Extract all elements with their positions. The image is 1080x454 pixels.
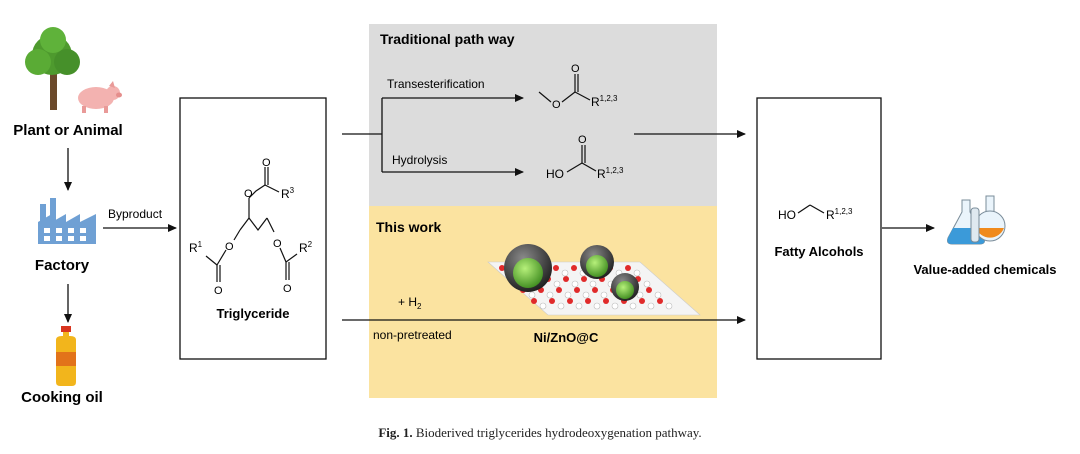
tg-oxygen: O [214,285,223,297]
acid-ho-label: HO [546,167,564,181]
flasks-icon [947,195,1006,245]
tg-r3: R3 [281,186,295,201]
factory-label: Factory [35,257,90,274]
factory-icon [38,198,96,244]
figure-number: Fig. 1. [378,425,413,440]
byproduct-label: Byproduct [108,207,163,221]
cooking-oil-label: Cooking oil [21,389,103,406]
hydrogen-label: + H2 [398,295,422,311]
ester-oxygen: O [571,63,580,75]
tg-oxygen: O [225,241,234,253]
tg-oxygen: O [244,188,253,200]
fatty-alcohol-structure [797,204,825,214]
traditional-title: Traditional path way [380,31,515,47]
triglyceride-structure [205,167,298,282]
triglyceride-label: Triglyceride [217,306,290,321]
tg-oxygen: O [273,238,282,250]
catalyst-label: Ni/ZnO@C [534,330,599,345]
hydrolysis-label: Hydrolysis [392,153,447,167]
fatty-acid-structure [566,145,597,173]
fatty-alcohols-label: Fatty Alcohols [774,244,863,259]
methyl-ester-structure [538,74,591,103]
plant-animal-label: Plant or Animal [13,122,122,139]
ester-oxygen: O [552,99,561,111]
fatty-alcohols-box [756,97,882,360]
pig-icon [78,81,122,113]
tg-r2: R2 [299,240,313,255]
this-work-title: This work [376,219,442,235]
value-added-label: Value-added chemicals [913,262,1056,277]
ester-r-label: R1,2,3 [591,94,618,109]
figure-caption-text: Bioderived triglycerides hydrodeoxygenat… [415,425,702,440]
non-pretreated-label: non-pretreated [373,328,452,342]
alcohol-ho-label: HO [778,208,796,222]
catalyst-illustration [487,244,701,316]
tg-oxygen: O [262,157,271,169]
transesterification-label: Transesterification [387,77,485,91]
diagram-canvas: Traditional path way This work Plant or … [13,24,1057,406]
acid-oxygen: O [578,134,587,146]
alcohol-r-label: R1,2,3 [826,207,853,222]
tg-oxygen: O [283,283,292,295]
triglyceride-box [179,97,327,360]
oil-bottle-icon [56,326,76,386]
acid-r-label: R1,2,3 [597,166,624,181]
tree-icon [25,27,80,110]
tg-r1: R1 [189,240,203,255]
figure-caption: Fig. 1. Bioderived triglycerides hydrode… [0,425,1080,441]
traditional-panel [369,24,717,206]
